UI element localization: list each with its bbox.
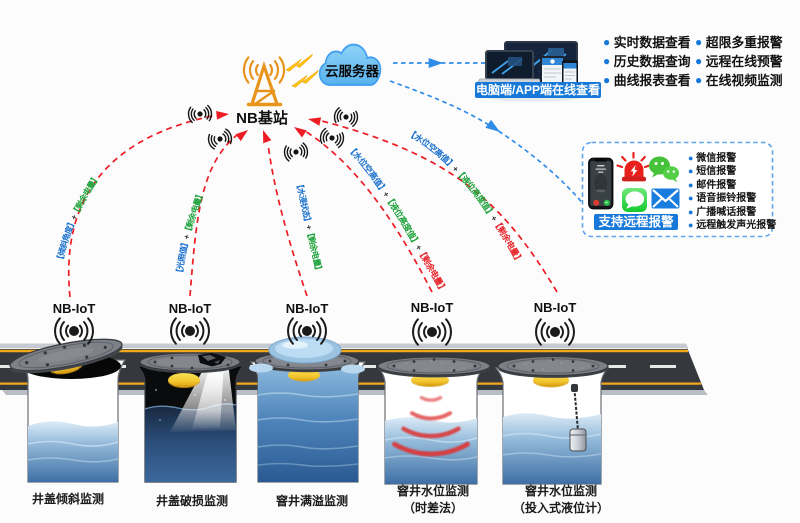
svg-text:【水位空高值】+【液位高度值】+【剩余电量】: 【水位空高值】+【液位高度值】+【剩余电量】 — [405, 128, 524, 266]
svg-text:【水浸状态】+【剩余电量】: 【水浸状态】+【剩余电量】 — [294, 179, 324, 274]
svg-text:【光照值】+【剩余电量】: 【光照值】+【剩余电量】 — [174, 190, 206, 278]
svg-text:【倾斜角度】+【剩余电量】: 【倾斜角度】+【剩余电量】 — [54, 173, 101, 265]
svg-text:【水位空高值】+【液位高度值】+【剩余电量】: 【水位空高值】+【液位高度值】+【剩余电量】 — [346, 143, 449, 294]
